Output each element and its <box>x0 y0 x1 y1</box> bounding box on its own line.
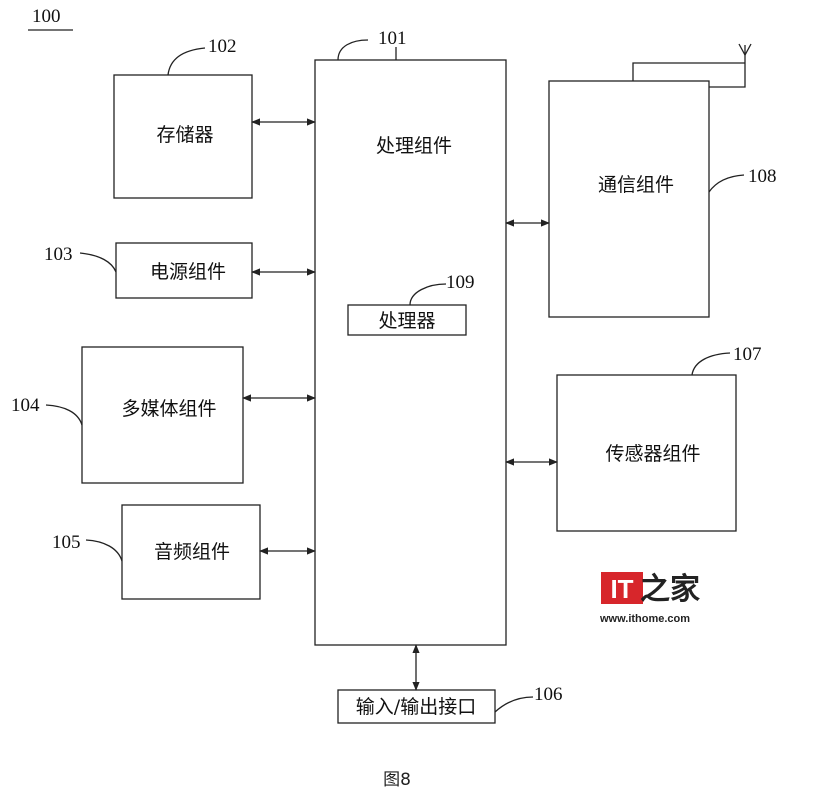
processor-ref: 109 <box>446 272 475 293</box>
power-label: 电源组件 <box>150 261 226 283</box>
processor-ref-leader <box>409 283 447 306</box>
watermark-url: www.ithome.com <box>599 613 690 625</box>
power-ref: 103 <box>44 244 73 265</box>
memory-box <box>113 74 253 199</box>
ithome-watermark-logo: IT 之家 <box>601 572 700 607</box>
audio-ref-leader <box>85 539 123 562</box>
communication-box <box>548 80 710 318</box>
io-interface-box <box>337 689 496 724</box>
communication-ref: 108 <box>748 166 777 187</box>
antenna-icon <box>632 43 752 88</box>
svg-text:之家: 之家 <box>640 572 700 607</box>
processing-ref-leader <box>337 39 369 61</box>
processing-ref: 101 <box>378 28 407 49</box>
multimedia-ref: 104 <box>11 395 40 416</box>
sensor-box <box>556 374 737 532</box>
communication-label: 通信组件 <box>598 174 674 196</box>
multimedia-label: 多媒体组件 <box>121 398 216 420</box>
sensor-label: 传感器组件 <box>605 443 700 465</box>
svg-text:IT: IT <box>610 574 633 604</box>
figure-ref: 100 <box>32 6 61 27</box>
sensor-ref-leader <box>691 352 731 376</box>
memory-ref: 102 <box>208 36 237 57</box>
processor-box <box>347 304 467 336</box>
multimedia-ref-leader <box>45 404 83 426</box>
audio-label: 音频组件 <box>154 541 230 563</box>
communication-ref-leader <box>708 174 745 193</box>
memory-ref-leader <box>167 47 206 76</box>
sensor-ref: 107 <box>733 344 762 365</box>
figure-caption: 图8 <box>383 770 411 790</box>
io-ref-leader <box>494 696 534 713</box>
audio-ref: 105 <box>52 532 81 553</box>
multimedia-box <box>81 346 244 484</box>
memory-label: 存储器 <box>156 124 213 146</box>
processing-component-label: 处理组件 <box>376 135 452 157</box>
processor-label: 处理器 <box>378 310 435 332</box>
processing-component-box <box>314 59 507 646</box>
audio-box <box>121 504 261 600</box>
io-ref: 106 <box>534 684 563 705</box>
io-interface-label: 输入/输出接口 <box>356 696 476 718</box>
power-ref-leader <box>79 252 117 273</box>
